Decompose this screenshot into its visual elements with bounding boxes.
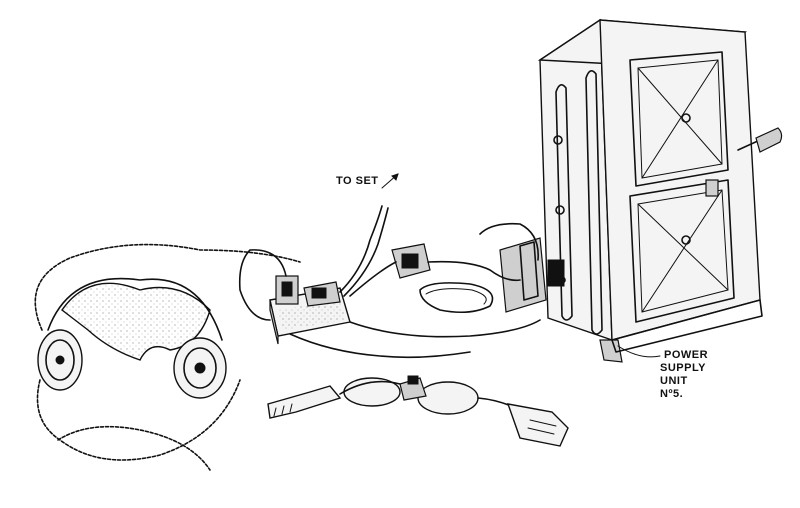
to-set-label: TO SET	[336, 175, 379, 187]
power-supply-unit	[499, 18, 783, 363]
power-supply-label-line1: POWER	[664, 349, 708, 361]
label-to-set: TO SET	[336, 175, 379, 187]
label-power-supply-unit: POWER SUPPLY UNIT Nº5.	[660, 349, 708, 400]
power-supply-label-line4: Nº5.	[660, 388, 683, 400]
chest-strap-microphone	[267, 319, 569, 447]
plug-connector	[349, 222, 539, 314]
power-supply-label-line2: SUPPLY	[660, 362, 706, 374]
junction-box	[238, 249, 351, 345]
power-supply-leader-line	[617, 345, 661, 358]
to-set-cable	[339, 173, 399, 297]
headphones	[34, 243, 301, 471]
power-supply-label-line3: UNIT	[660, 375, 688, 387]
